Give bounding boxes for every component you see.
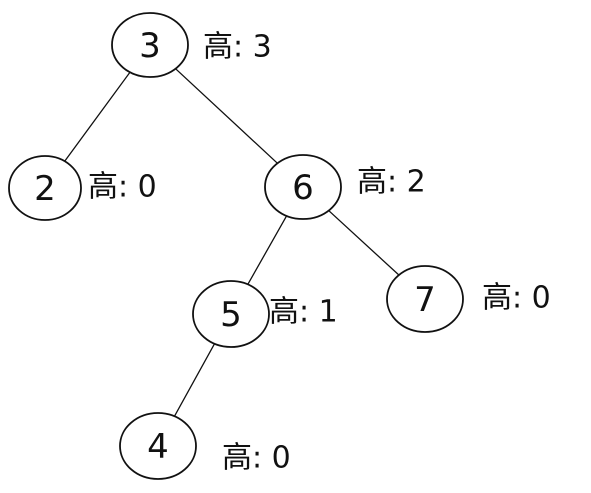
tree-node-3: 3 高: 3 <box>111 12 272 78</box>
node-circle <box>8 155 82 221</box>
node-height-label: 高: 3 <box>203 30 272 65</box>
node-circle <box>119 412 197 480</box>
node-circle <box>264 154 342 220</box>
edge-n6-n5 <box>246 214 288 286</box>
node-circle <box>111 12 189 78</box>
node-value: 5 <box>220 295 242 335</box>
tree-edges <box>63 67 400 418</box>
node-value: 4 <box>147 427 169 467</box>
edge-n6-n7 <box>327 209 400 276</box>
edge-n3-n6 <box>174 67 279 165</box>
tree-node-5: 5 高: 1 <box>192 280 338 348</box>
tree-node-2: 2 高: 0 <box>8 155 157 221</box>
edge-n5-n4 <box>173 342 216 418</box>
node-value: 2 <box>34 169 56 209</box>
node-height-label: 高: 0 <box>222 441 291 476</box>
tree-node-4: 4 高: 0 <box>119 412 291 480</box>
node-height-label: 高: 1 <box>269 295 338 330</box>
node-height-label: 高: 2 <box>357 165 426 200</box>
node-circle <box>386 265 464 333</box>
node-height-label: 高: 0 <box>88 170 157 205</box>
tree-node-7: 7 高: 0 <box>386 265 551 333</box>
tree-nodes: 3 高: 3 2 高: 0 6 高: 2 5 高: 1 7 高: 0 4 高: 0 <box>8 12 551 480</box>
node-value: 7 <box>414 280 436 320</box>
node-value: 3 <box>139 26 161 66</box>
node-circle <box>192 280 270 348</box>
node-value: 6 <box>292 168 314 208</box>
tree-node-6: 6 高: 2 <box>264 154 426 220</box>
node-height-label: 高: 0 <box>482 281 551 316</box>
edge-n3-n2 <box>63 71 131 163</box>
